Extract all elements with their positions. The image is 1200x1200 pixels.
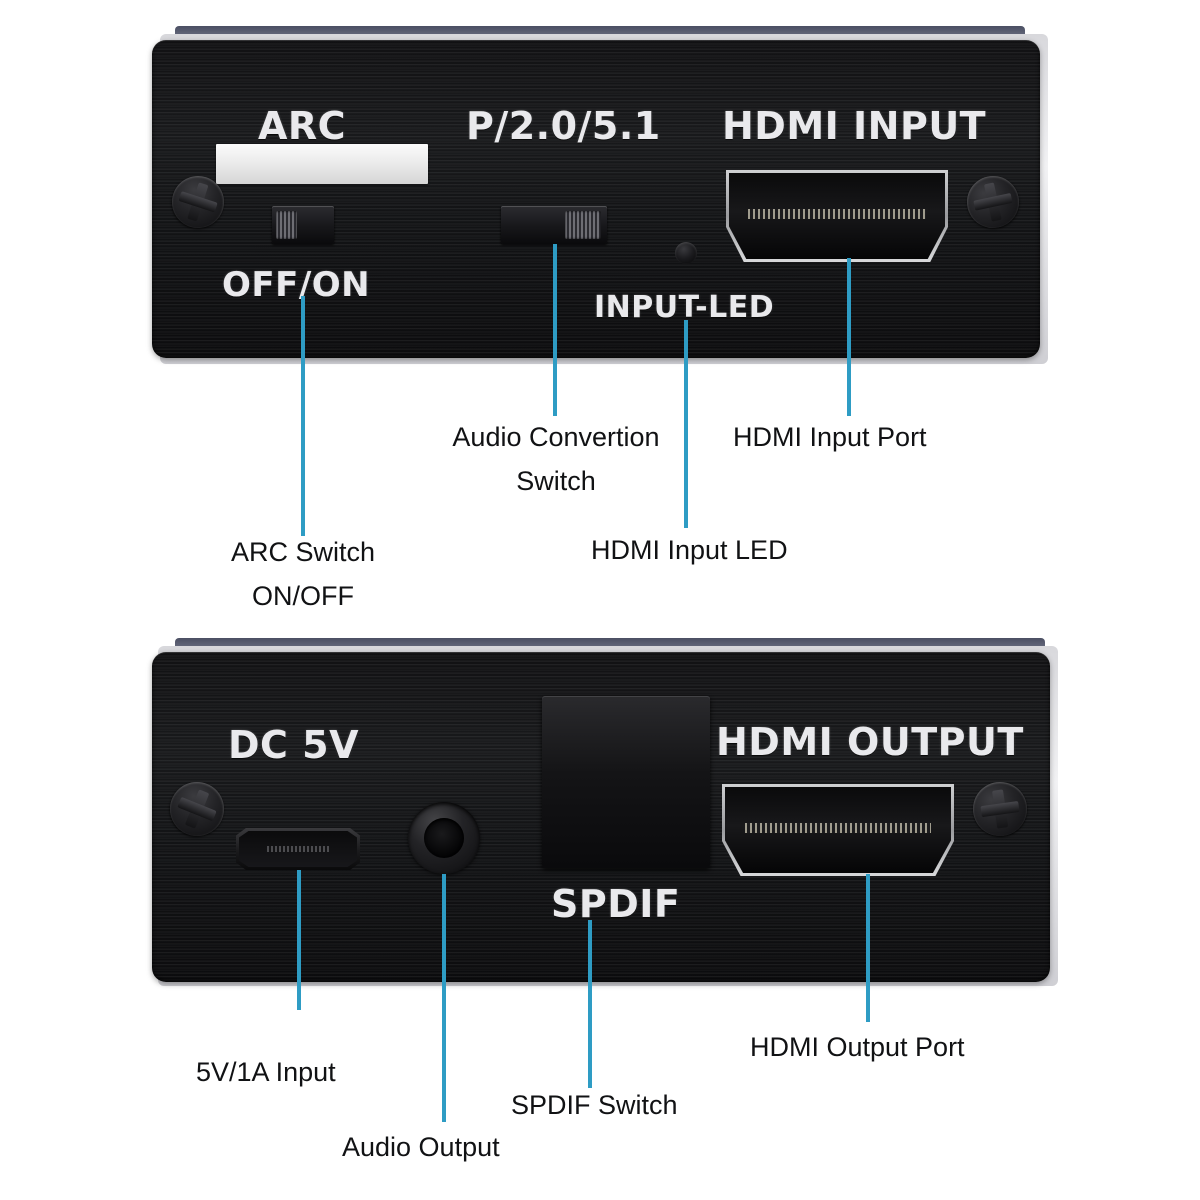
annotation-arc-switch: ARC Switch ON/OFF bbox=[143, 530, 463, 618]
rear-panel: DC 5V HDMI OUTPUT SPDIF bbox=[0, 620, 1200, 1200]
silk-dc5v-label: DC 5V bbox=[228, 723, 360, 767]
arc-switch-nub[interactable] bbox=[275, 210, 297, 240]
hdmi-output-port[interactable] bbox=[722, 784, 954, 876]
hdmi-input-cavity bbox=[729, 173, 945, 259]
annotation-audio-conversion: Audio Convertion Switch bbox=[406, 415, 706, 503]
front-panel: ARC P/2.0/5.1 HDMI INPUT OFF/ON INPUT-LE… bbox=[0, 0, 1200, 611]
annotation-hdmi-input-led: HDMI Input LED bbox=[591, 528, 788, 572]
annotation-power-input: 5V/1A Input bbox=[196, 1050, 336, 1094]
hdmi-input-pins bbox=[748, 209, 926, 220]
annotation-audio-conversion-line1: Audio Convertion bbox=[452, 422, 660, 452]
power-input-port[interactable] bbox=[236, 828, 360, 870]
hdmi-input-led bbox=[675, 242, 697, 264]
annotation-hdmi-output-port: HDMI Output Port bbox=[750, 1025, 965, 1069]
audio-output-jack-bore bbox=[423, 817, 465, 859]
annotation-hdmi-output-port-line1: HDMI Output Port bbox=[750, 1032, 965, 1062]
silk-spdif-label: SPDIF bbox=[551, 882, 681, 926]
leader-hdmi-output-port bbox=[866, 874, 870, 1022]
audio-conversion-switch[interactable] bbox=[501, 206, 607, 244]
blank-white-label bbox=[216, 144, 428, 184]
hdmi-output-pins bbox=[745, 823, 931, 834]
audio-conversion-switch-nub[interactable] bbox=[564, 210, 601, 240]
silk-audio-mode-label: P/2.0/5.1 bbox=[466, 104, 661, 148]
annotation-audio-conversion-line2: Switch bbox=[516, 466, 596, 496]
silk-hdmi-output-label: HDMI OUTPUT bbox=[716, 720, 1024, 764]
arc-switch[interactable] bbox=[272, 206, 334, 244]
hdmi-input-port[interactable] bbox=[726, 170, 948, 262]
annotation-arc-switch-line1: ARC Switch bbox=[230, 537, 376, 567]
silk-input-led-label: INPUT-LED bbox=[594, 290, 775, 325]
annotation-spdif-switch-line1: SPDIF Switch bbox=[511, 1090, 678, 1120]
annotation-arc-switch-line2: ON/OFF bbox=[252, 581, 354, 611]
spdif-port[interactable] bbox=[542, 696, 710, 868]
annotation-hdmi-input-led-line1: HDMI Input LED bbox=[591, 535, 788, 565]
power-input-contacts bbox=[267, 846, 329, 852]
leader-hdmi-input-led bbox=[684, 320, 688, 528]
silk-hdmi-input-label: HDMI INPUT bbox=[722, 104, 987, 148]
silk-off-on-label: OFF/ON bbox=[222, 265, 371, 305]
annotation-hdmi-input-port: HDMI Input Port bbox=[733, 415, 927, 459]
leader-hdmi-input-port bbox=[847, 258, 851, 416]
annotation-audio-output-line1: Audio Output bbox=[342, 1132, 500, 1162]
hdmi-output-cavity bbox=[725, 787, 951, 873]
silk-arc-label: ARC bbox=[258, 104, 347, 148]
annotation-hdmi-input-port-line1: HDMI Input Port bbox=[733, 422, 927, 452]
audio-output-jack[interactable] bbox=[408, 802, 480, 874]
annotation-audio-output: Audio Output bbox=[342, 1125, 500, 1169]
leader-power-input bbox=[297, 870, 301, 1010]
leader-arc-switch bbox=[301, 296, 305, 536]
power-input-cavity bbox=[239, 831, 357, 867]
annotation-spdif-switch: SPDIF Switch bbox=[511, 1083, 678, 1127]
annotation-power-input-line1: 5V/1A Input bbox=[196, 1057, 336, 1087]
leader-spdif-switch bbox=[588, 920, 592, 1088]
leader-audio-conversion bbox=[553, 244, 557, 416]
leader-audio-output bbox=[442, 874, 446, 1122]
